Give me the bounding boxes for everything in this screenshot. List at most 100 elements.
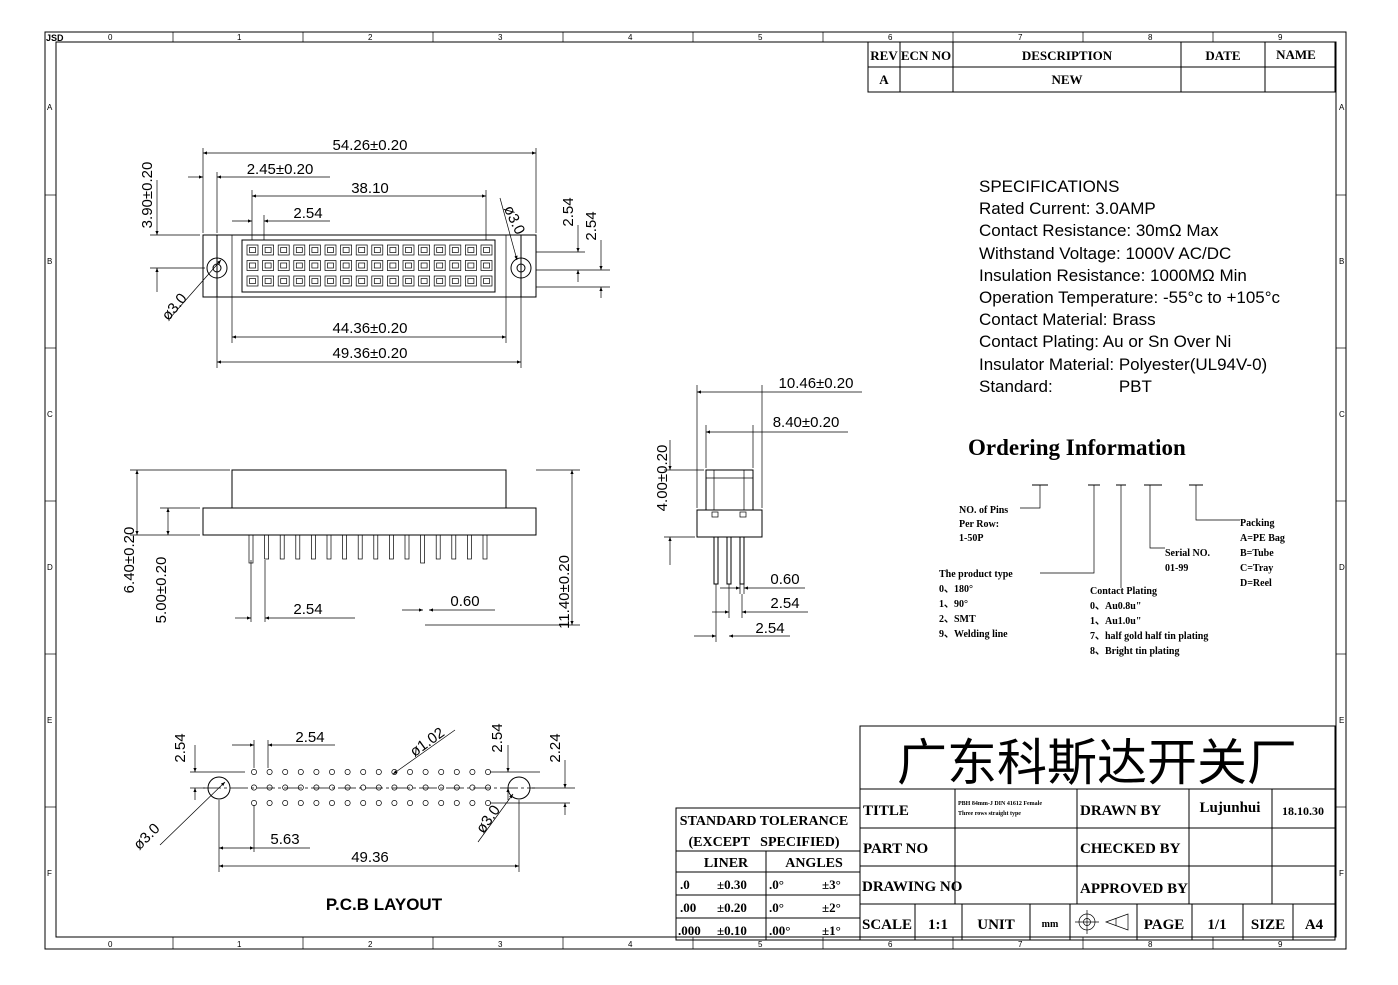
contact-cell: [402, 244, 415, 256]
title-block: 广东科斯达开关厂 TITLE PBH 84mm-J DIN 41612 Fema…: [859, 725, 1336, 941]
contact-cell: [465, 260, 477, 271]
pcb-hole: [407, 769, 413, 775]
side-pin: [739, 536, 745, 585]
pcb-hole: [469, 769, 476, 775]
front-pin: [373, 534, 379, 560]
pcb-layout-dimensions: 2.54 2.54 ø1.02 2.54 2.24 5.63 49.36 ø3.…: [130, 723, 575, 914]
dim-front-pin-width: 0.60: [450, 593, 479, 610]
tolerance-cell: ±0.10: [717, 923, 747, 938]
tolerance-title: STANDARD TOLERANCE: [680, 814, 848, 829]
col-label: 6: [888, 940, 893, 949]
pcb-hole: [282, 784, 289, 791]
contact-cell: [262, 244, 274, 256]
dim-row-pitch-2: 2.54: [583, 211, 600, 240]
col-label: 3: [498, 33, 503, 42]
tolerance-cell: ±3°: [822, 877, 841, 892]
ordering-information: Ordering Information NO. of Pins Per Row…: [939, 435, 1285, 657]
col-label: 7: [1018, 940, 1023, 949]
row-label: F: [47, 869, 52, 878]
row-label: B: [47, 257, 52, 266]
dim-side-inner-depth: 8.40±0.20: [773, 414, 840, 431]
dim-side-pin-width: 0.60: [770, 571, 799, 588]
pcb-hole: [266, 784, 273, 791]
pcb-hole: [297, 800, 304, 806]
front-view: [202, 469, 537, 564]
contact-cell: [355, 275, 368, 287]
contact-cell: [480, 260, 493, 271]
tolerance-cell: .00: [680, 900, 696, 915]
col-label: 9: [1278, 940, 1283, 949]
title-label: TITLE: [863, 803, 909, 819]
col-label: 6: [888, 33, 893, 42]
tolerance-cell: ±0.30: [717, 877, 747, 892]
ordering-serial: Serial NO.: [1165, 548, 1210, 559]
pcb-hole: [297, 784, 304, 791]
contact-cell: [340, 260, 352, 271]
contact-cell: [418, 244, 430, 256]
dim-contact-pitch: 2.54: [293, 205, 322, 222]
pcb-hole: [485, 769, 491, 775]
tolerance-angles-header: ANGLES: [785, 856, 843, 871]
row-label: E: [1339, 716, 1344, 725]
tolerance-cell: .0: [680, 877, 690, 892]
contact-cell: [371, 244, 384, 256]
title-value: PBH 84mm-J DIN 41612 Female: [958, 801, 1042, 807]
dim-pcb-mount-left: ø3.0: [130, 820, 163, 853]
revision-table: REV ECN NO DESCRIPTION DATE NAME A NEW: [867, 41, 1336, 93]
tolerance-cell: .0°: [769, 900, 784, 915]
projection-symbol-icon: [1075, 910, 1129, 934]
contact-cell: [262, 275, 274, 287]
col-label: 1: [237, 940, 242, 949]
contact-cell: [246, 260, 259, 271]
spec-line: Rated Current: 3.0AMP: [979, 199, 1156, 218]
dim-pin-length: 11.40±0.20: [556, 555, 573, 629]
drawn-date: 18.10.30: [1282, 804, 1324, 818]
approved-by-label: APPROVED BY: [1080, 881, 1188, 897]
contact-cell: [277, 275, 290, 287]
contact-cell: [246, 275, 259, 287]
contact-cell: [449, 275, 462, 287]
dim-mount-span: 49.36±0.20: [333, 345, 408, 362]
contact-cell: [293, 260, 306, 271]
front-view-dimensions: 6.40±0.20 5.00±0.20 11.40±0.20 2.54 0.60: [121, 469, 580, 629]
spec-line: Contact Material: Brass: [979, 310, 1156, 329]
front-pin: [467, 534, 472, 560]
pcb-hole: [360, 784, 367, 791]
part-no-label: PART NO: [863, 841, 928, 857]
contact-cell: [355, 260, 368, 271]
pcb-hole: [391, 784, 398, 791]
contact-cell: [449, 244, 462, 256]
tolerance-liner-header: LINER: [704, 856, 749, 871]
spec-line: Insulator Material: Polyester(UL94V-0): [979, 355, 1267, 374]
front-pin: [264, 534, 269, 560]
dim-inner-length: 44.36±0.20: [333, 320, 408, 337]
contact-cell: [387, 244, 399, 256]
drawn-by-label: DRAWN BY: [1080, 803, 1161, 819]
contact-cell: [293, 244, 306, 256]
checked-by-label: CHECKED BY: [1080, 841, 1181, 857]
col-label: 5: [758, 940, 763, 949]
front-pin: [482, 534, 488, 560]
ordering-packing: Packing: [1240, 518, 1274, 529]
row-label: E: [47, 716, 52, 725]
border-corner-label: JSD: [46, 33, 64, 43]
side-view: [696, 469, 763, 585]
name-header: NAME: [1276, 47, 1316, 62]
row-label: A: [47, 103, 53, 112]
specifications: SPECIFICATIONS Rated Current: 3.0AMP Con…: [979, 177, 1281, 396]
drawn-by-value: Lujunhui: [1200, 800, 1261, 816]
page-value: 1/1: [1207, 917, 1226, 933]
pcb-hole-grid: [251, 769, 491, 806]
ordering-plating: 7、half gold half tin plating: [1090, 631, 1208, 642]
ordering-heading: Ordering Information: [968, 435, 1186, 460]
front-pin: [311, 534, 316, 560]
top-view: [202, 234, 537, 298]
tolerance-cell: ±2°: [822, 900, 841, 915]
mount-hole-left: [206, 257, 228, 279]
ordering-plating: 8、Bright tin plating: [1090, 646, 1179, 657]
contact-cell: [309, 244, 321, 256]
col-label: 7: [1018, 33, 1023, 42]
pcb-hole: [282, 800, 289, 806]
dim-pcb-hole-diameter: ø1.02: [407, 724, 448, 760]
date-header: DATE: [1205, 48, 1240, 63]
